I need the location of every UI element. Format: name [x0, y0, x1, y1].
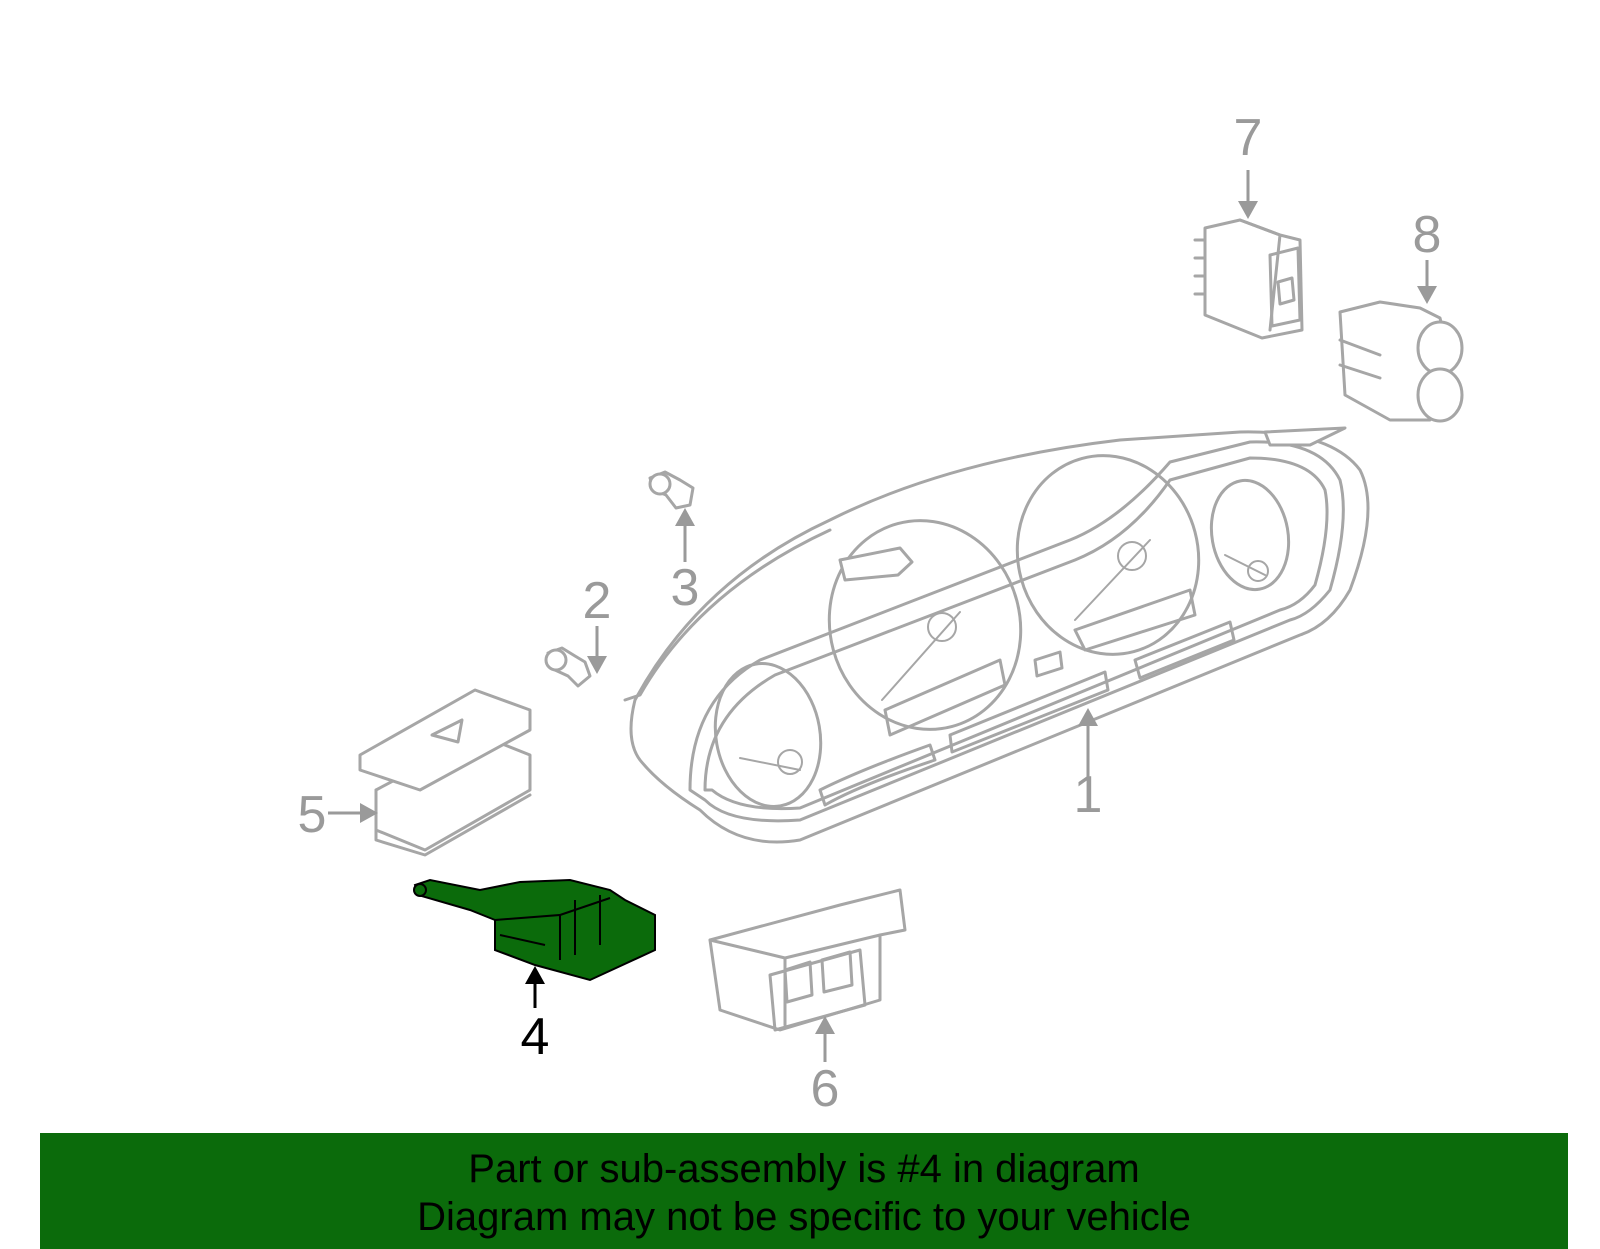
callout-arrow-3	[675, 508, 695, 562]
callout-arrow-4	[525, 966, 545, 1008]
callout-label-4: 4	[521, 1008, 550, 1066]
callout-arrow-7	[1238, 170, 1258, 219]
callout-arrow-6	[815, 1016, 835, 1062]
callout-arrow-1	[1078, 708, 1098, 778]
callout-label-6: 6	[811, 1060, 840, 1118]
part-3-bulb[interactable]	[648, 470, 695, 510]
callout-arrow-5	[328, 803, 378, 823]
part-5-hazard-switch[interactable]	[358, 688, 532, 857]
footer-line-2: Diagram may not be specific to your vehi…	[417, 1195, 1191, 1239]
footer-banner: Part or sub-assembly is #4 in diagram Di…	[40, 1133, 1568, 1249]
callout-label-3: 3	[671, 559, 700, 617]
part-1-instrument-cluster[interactable]	[623, 426, 1370, 844]
part-8-dual-switch[interactable]	[1338, 300, 1464, 423]
callout-label-2: 2	[583, 572, 612, 630]
footer-line-1: Part or sub-assembly is #4 in diagram	[468, 1147, 1140, 1191]
part-6-switch-module[interactable]	[708, 888, 907, 1032]
part-2-bulb[interactable]	[544, 646, 592, 688]
callout-label-5: 5	[298, 786, 327, 844]
callout-arrow-2	[587, 626, 607, 674]
callout-label-8: 8	[1413, 206, 1442, 264]
part-7-rocker-switch[interactable]	[1193, 218, 1304, 340]
callout-label-7: 7	[1234, 109, 1263, 167]
callout-arrow-8	[1417, 260, 1437, 304]
part-4-brake-light-switch[interactable]	[413, 878, 656, 982]
callout-label-1: 1	[1074, 766, 1103, 824]
